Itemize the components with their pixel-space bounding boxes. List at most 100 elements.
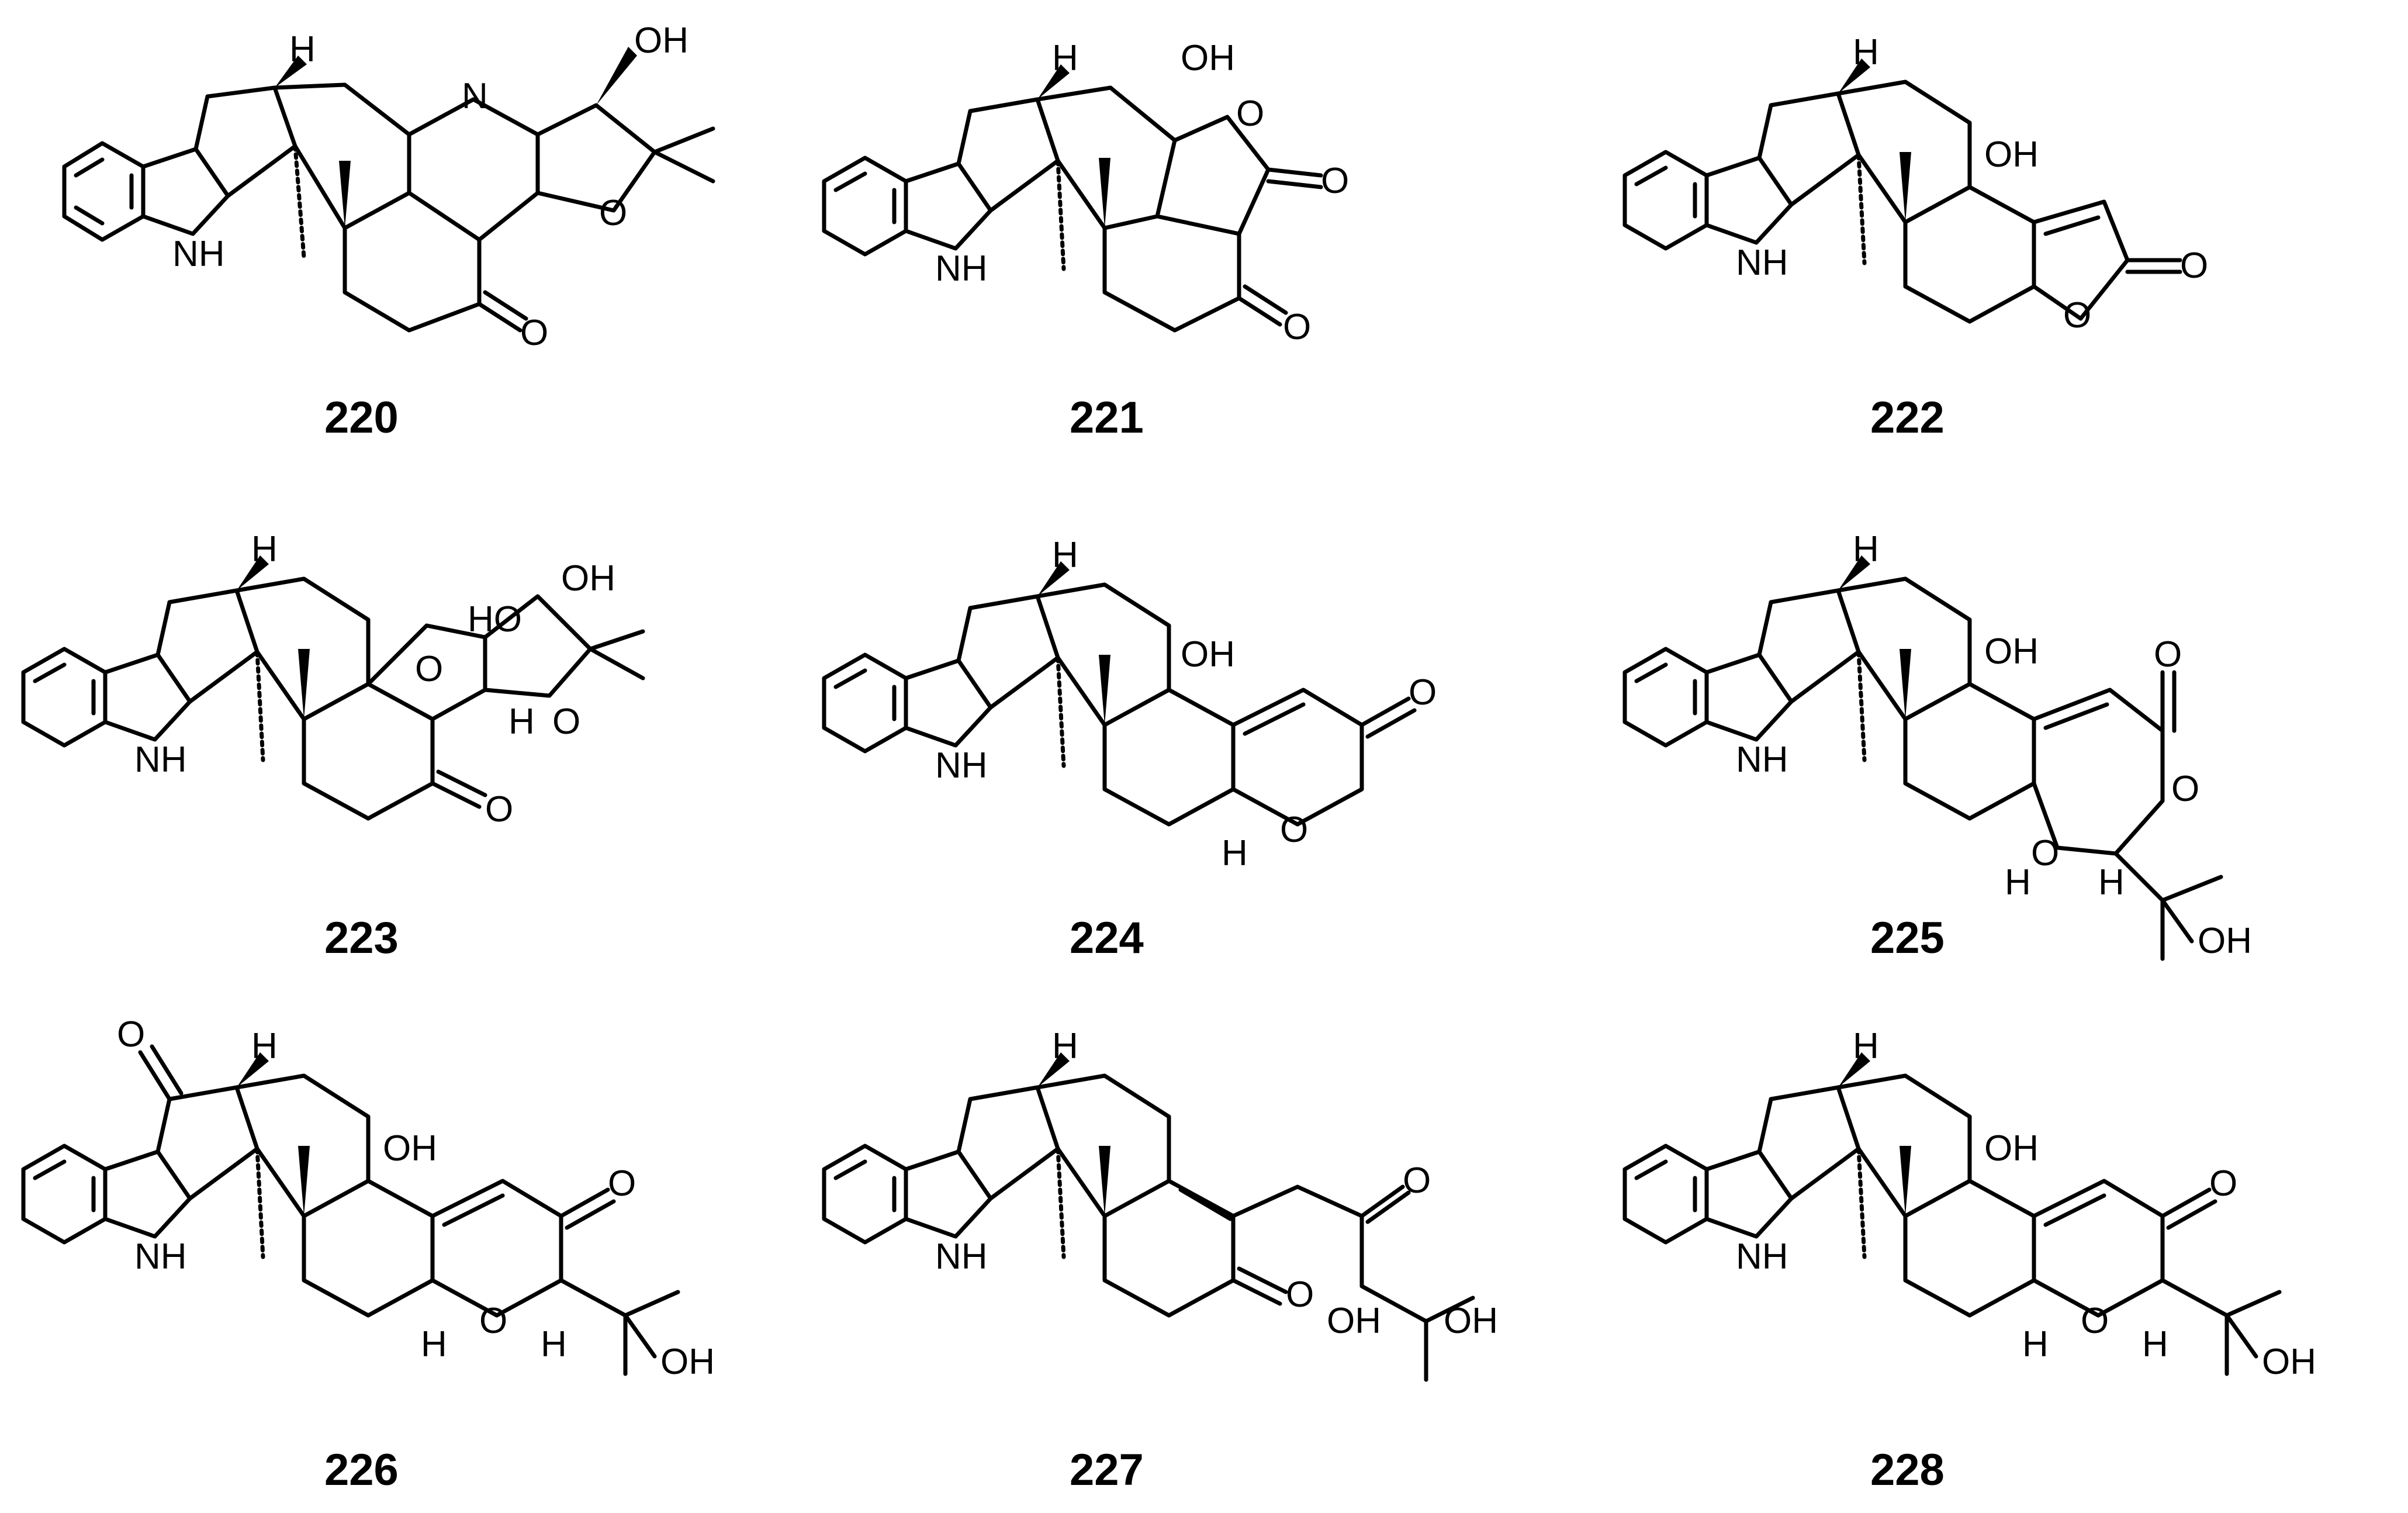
atom-label-oh: OH: [1181, 38, 1235, 78]
atom-label-h-ring-1: H: [2022, 1324, 2049, 1365]
atom-label-o-ring: O: [479, 1301, 507, 1341]
pyranone-carbonyl: [1359, 696, 1417, 739]
atom-label-o-carbonyl: O: [2180, 246, 2208, 286]
atom-label-h: H: [1052, 535, 1078, 575]
benzene-inner-bond-1: [833, 1159, 867, 1180]
atom-label-h: H: [289, 29, 316, 70]
cyclopentane-ring: [956, 1085, 1060, 1201]
six-ring-a: [1035, 1073, 1171, 1218]
atom-label-oh: OH: [1984, 631, 2039, 672]
wedge-methyl: [1900, 152, 1911, 222]
compound-223: H OH HO O O H NH O 223: [21, 529, 645, 963]
atom-label-o-ketone: O: [1286, 1274, 1314, 1315]
dihydrofuran-ring: [535, 103, 657, 213]
six-ring-b: [1903, 682, 2036, 821]
pyrrole-ring: [141, 147, 230, 236]
wedge-h-1: [275, 56, 307, 88]
atom-label-oh-side: OH: [2198, 921, 2252, 961]
gem-dimethyl: [652, 126, 715, 184]
atom-label-nh: NH: [134, 1236, 187, 1277]
atom-label-o-ring: O: [1280, 810, 1308, 850]
atom-label-oh: OH: [383, 1128, 437, 1169]
pyranone-double: [2043, 1193, 2106, 1227]
six-ring-b: [1903, 185, 2036, 324]
atom-label-h-ring: H: [508, 702, 535, 742]
wedge-h: [237, 1052, 269, 1087]
side-chain: [2160, 1278, 2282, 1376]
atom-label-oh: OH: [1984, 1128, 2039, 1169]
pyrrole-ring: [904, 1149, 993, 1239]
wedge-methyl: [1099, 158, 1110, 228]
butenolide-double: [2043, 215, 2101, 236]
atom-label-o-carbonyl: O: [1321, 161, 1349, 201]
atom-label-o-ring-2: O: [2031, 833, 2059, 873]
ketone-bond: [430, 769, 487, 809]
atom-label-o-carbonyl: O: [2154, 634, 2182, 675]
atom-label-o-ketone: O: [117, 1014, 145, 1055]
atom-label-h-ring-2: H: [541, 1324, 567, 1365]
compound-number: 220: [324, 393, 399, 443]
compound-number: 222: [1870, 393, 1945, 443]
six-ring-a: [234, 576, 371, 721]
hashed-methyl: [1856, 650, 1867, 762]
hashed-methyl: [1056, 1146, 1066, 1259]
pyrrole-ring: [904, 161, 993, 251]
pyrrole-ring: [1704, 1149, 1794, 1239]
benzene-inner-bond-1: [33, 1159, 67, 1180]
atom-label-h: H: [1853, 529, 1879, 569]
atom-label-o-ring-1: O: [2171, 769, 2199, 809]
compound-number: 228: [1870, 1445, 1945, 1495]
enone-double: [1178, 1187, 1233, 1221]
gem-dimethyl: [588, 629, 645, 680]
atom-label-oh: OH: [634, 20, 689, 61]
six-ring-b: [1102, 214, 1241, 333]
atom-label-o-ketone: O: [485, 789, 513, 830]
benzene-inner-bond-1: [74, 157, 105, 178]
pyranone-ring: [2032, 1179, 2165, 1318]
atom-label-oh: OH: [1181, 634, 1235, 675]
six-ring-b: [302, 682, 435, 821]
atom-label-h-ring-1: H: [2005, 862, 2031, 903]
pyranone-carbonyl: [559, 1187, 616, 1230]
cyclopentane-ring: [1757, 91, 1861, 207]
atom-label-o-carbonyl: O: [608, 1163, 636, 1204]
pyranone-double: [442, 1193, 505, 1227]
side-chain: [2113, 851, 2223, 961]
lactone-carbonyl: [1266, 167, 1323, 189]
atom-label-nh: NH: [935, 1236, 988, 1277]
atom-label-nh: NH: [935, 248, 988, 289]
benzene-inner-bond-1: [833, 171, 867, 192]
atom-label-nh: NH: [935, 745, 988, 786]
atom-label-nh: NH: [1736, 1236, 1788, 1277]
pyrrole-ring: [1704, 652, 1794, 742]
dioxepinone-ring: [2032, 688, 2165, 856]
compound-224: H OH O NH O H 224: [822, 535, 1437, 963]
six-ring-a: [1836, 576, 1972, 721]
atom-label-h: H: [1052, 1026, 1078, 1066]
six-ring-b: [1102, 688, 1236, 827]
pyranone-carbonyl: [2160, 1187, 2217, 1230]
benzene-inner-bond-1: [33, 662, 67, 683]
side-chain: [559, 1278, 680, 1376]
compound-number: 224: [1070, 913, 1144, 963]
atom-label-oh: OH: [1984, 134, 2039, 175]
atom-label-h: H: [251, 1026, 278, 1066]
pyrrole-ring: [904, 658, 993, 748]
six-ring-a: [1035, 85, 1177, 230]
cyclopentane-ring: [1757, 1085, 1861, 1201]
side-chain: [1231, 1184, 1475, 1382]
atom-label-o-2: O: [552, 702, 580, 742]
atom-label-h-ring-2: H: [2142, 1324, 2168, 1365]
compound-222: H OH O NH O 222: [1622, 32, 2208, 443]
six-ring-a: [1035, 582, 1171, 727]
wedge-h: [1838, 1052, 1870, 1087]
atom-label-nh: NH: [134, 740, 187, 780]
six-ring-a: [272, 82, 411, 230]
wedge-methyl: [298, 1146, 310, 1216]
cyclopentane-ring: [956, 594, 1060, 710]
compound-number: 225: [1870, 913, 1945, 963]
wedge-h: [1037, 1052, 1070, 1087]
hashed-methyl: [1056, 655, 1066, 768]
six-ring-b: [302, 1179, 435, 1318]
